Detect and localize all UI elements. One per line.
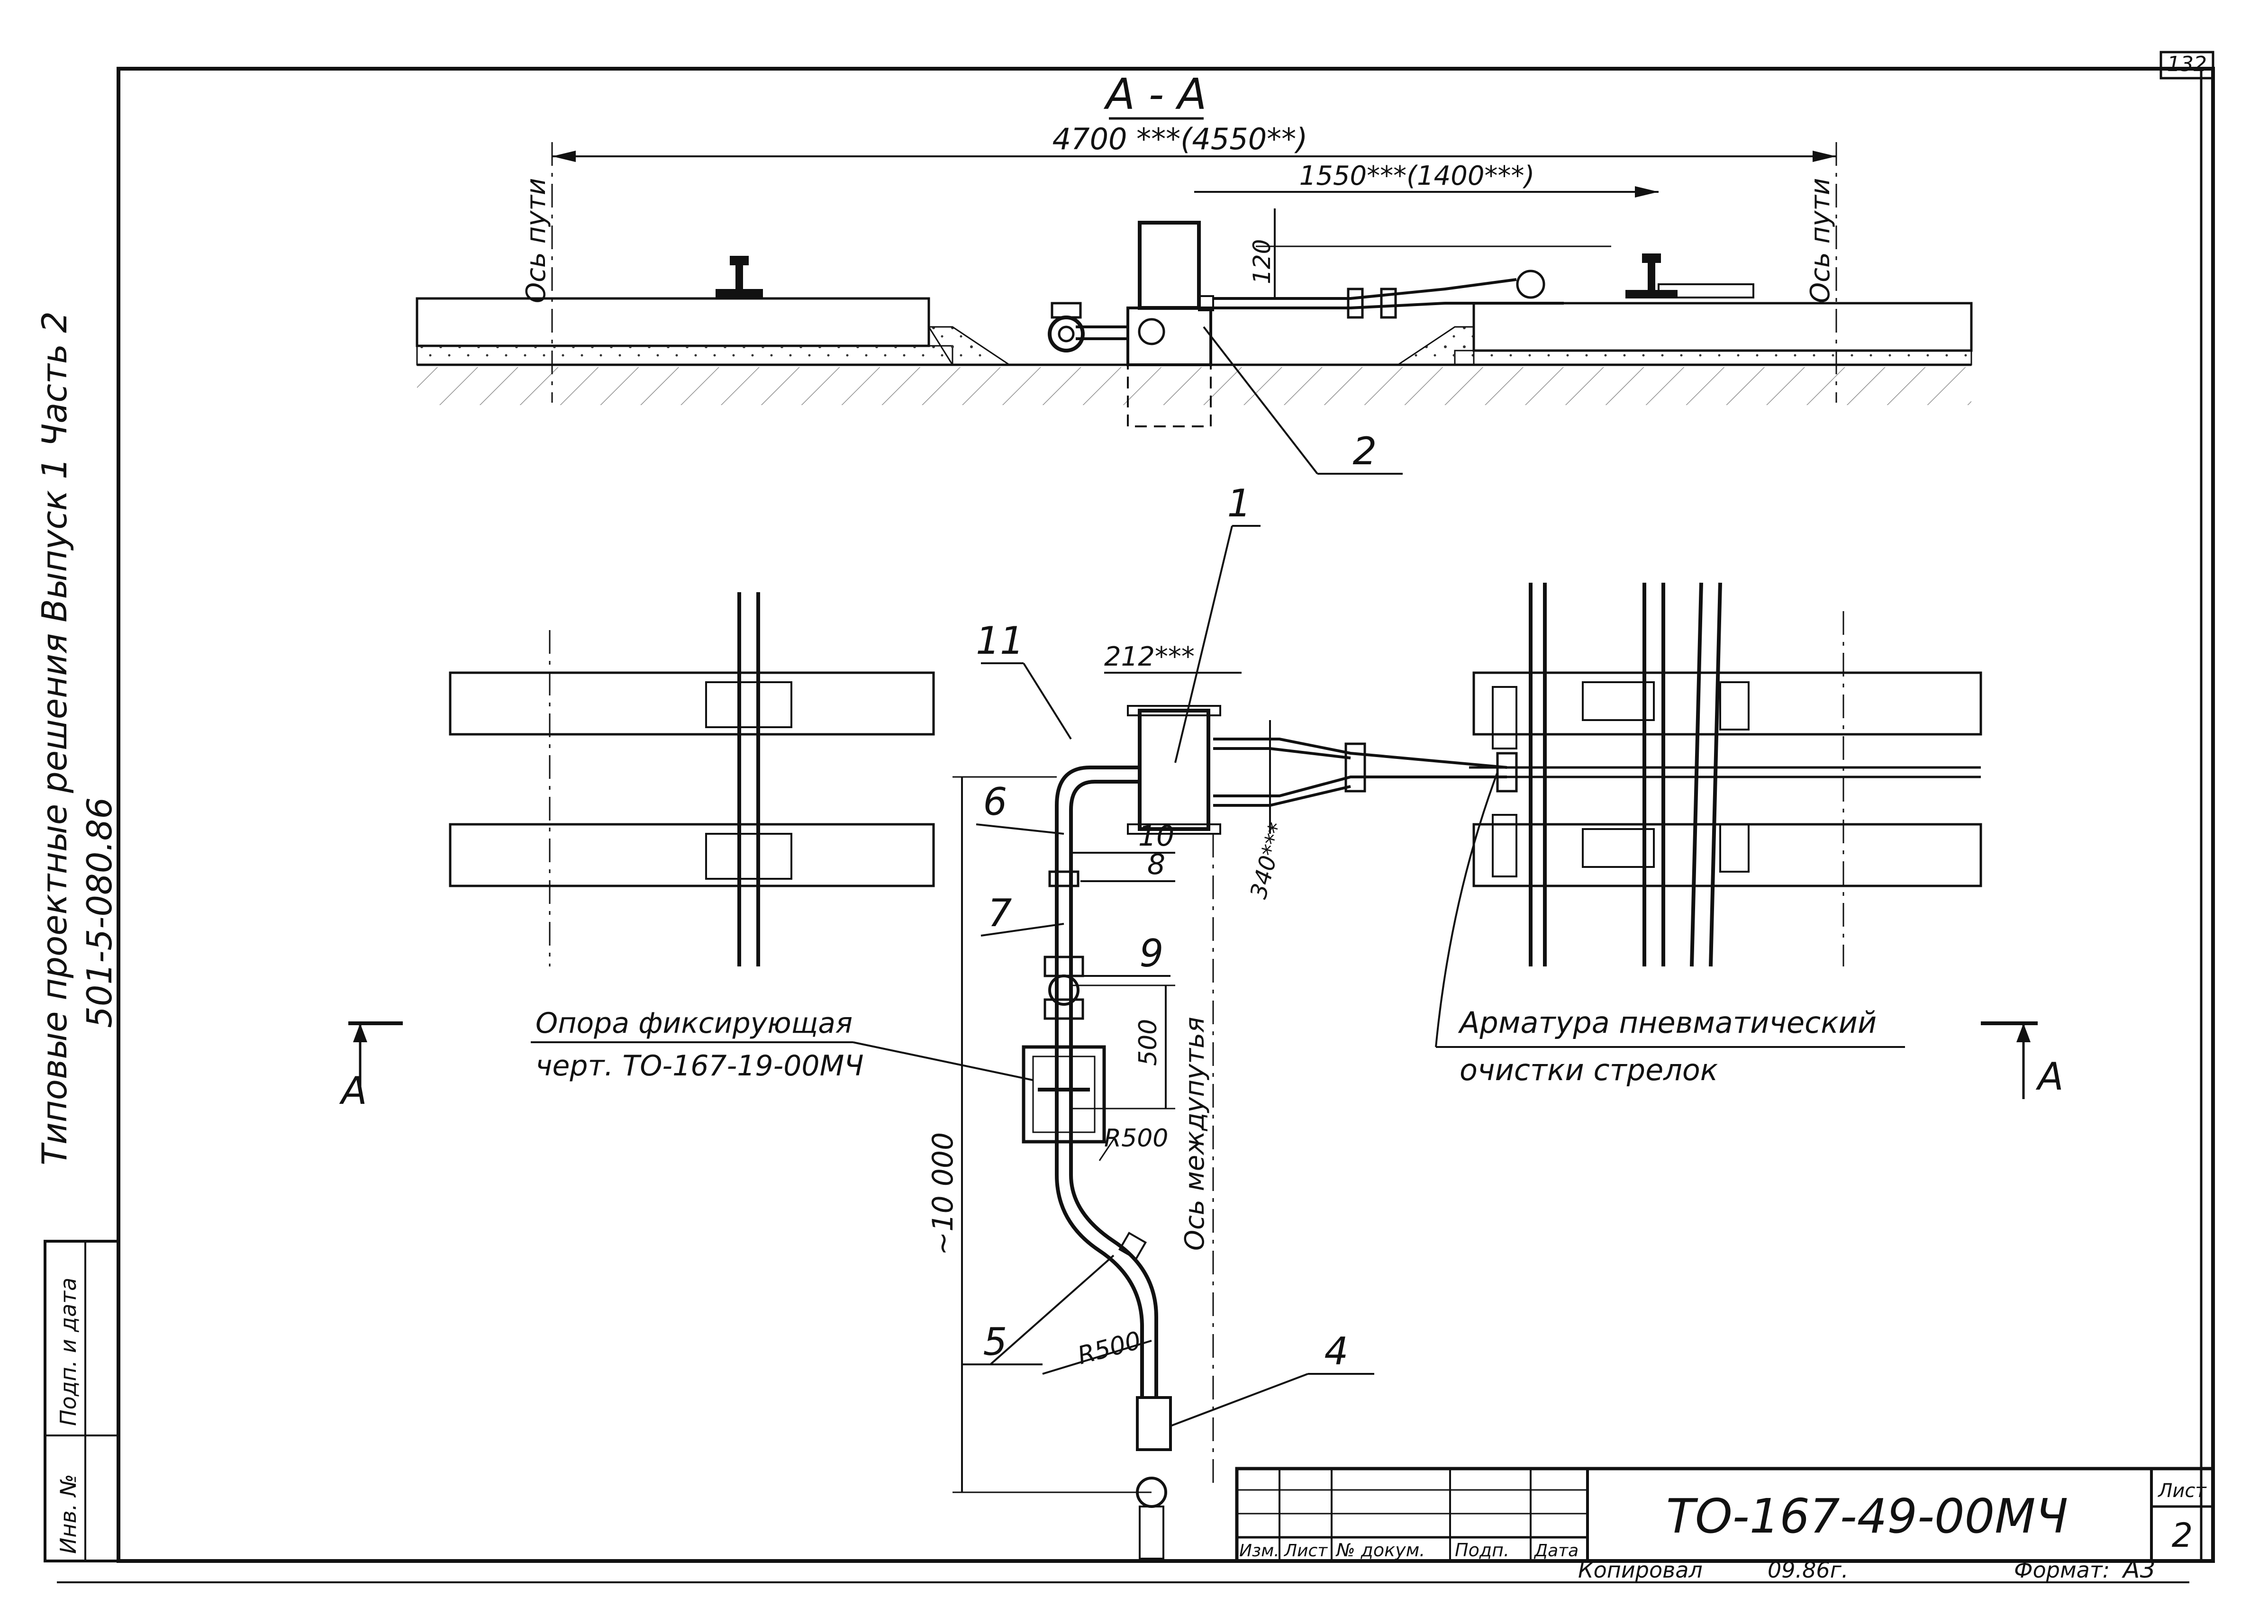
stamp-col-list: Лист: [1283, 1541, 1328, 1561]
axis-right: Ось пути: [1805, 178, 1836, 303]
copied-date: 09.86г.: [1768, 1557, 1848, 1583]
stamp-col-doc: № докум.: [1335, 1540, 1425, 1561]
callout-1: 1: [1227, 481, 1252, 525]
callout-9: 9: [1140, 931, 1164, 975]
callout-2: 2: [1353, 429, 1377, 473]
title-block: [1235, 1467, 2215, 1563]
side-title: Типовые проектные решения Выпуск 1 Часть…: [35, 311, 119, 1165]
document-code: ТО-167-49-00МЧ: [1666, 1489, 2068, 1544]
rail-right: [1516, 253, 1754, 299]
callout-6: 7: [988, 891, 1012, 935]
svg-text:А: А: [339, 1069, 367, 1113]
svg-text:Подп. и дата: Подп. и дата: [55, 1278, 81, 1426]
format-label: Формат:: [2014, 1557, 2110, 1583]
hoses-section: [1213, 278, 1564, 319]
callout-10: 10: [1138, 820, 1174, 853]
left-stamp: [44, 1240, 120, 1562]
dim-212: 212***: [1104, 641, 1195, 672]
left-stamp-inv: Инв. №: [55, 1474, 81, 1554]
rail-left: [716, 256, 763, 298]
dim-height: 120: [1248, 239, 1276, 284]
stamp-col-izm: Изм.: [1239, 1541, 1279, 1561]
callout-7: 5: [983, 1320, 1007, 1364]
sheet-value: 2: [2172, 1516, 2193, 1555]
svg-text:Инв. №: Инв. №: [55, 1474, 81, 1554]
side-title-line1: Типовые проектные решения Выпуск 1 Часть…: [35, 311, 74, 1165]
section-title: А - А: [1104, 70, 1207, 119]
left-stamp-sign: Подп. и дата: [55, 1278, 81, 1426]
dim-10000: ~10 000: [926, 1132, 960, 1255]
dim-340: 340***: [1245, 820, 1290, 902]
valve-box-plan: [1127, 705, 1221, 835]
armature-label-2: очистки стрелок: [1460, 1053, 1718, 1087]
radius-bottom: R500: [1075, 1326, 1144, 1371]
stamp-col-sign: Подп.: [1455, 1540, 1509, 1561]
sheet-number: 132: [2167, 52, 2207, 76]
callout-5: 6: [983, 780, 1007, 824]
section-aa: А - А 4700 ***(4550**) 1550***(1400***) …: [416, 70, 1973, 475]
support-label-1: Опора фиксирующая: [535, 1007, 853, 1040]
pipe-left-valve: [1048, 302, 1128, 352]
main-pipe: [1022, 766, 1172, 1560]
callout-8: 8: [1147, 848, 1165, 881]
axis-left: Ось пути: [521, 178, 552, 303]
copied-label: Копировал: [1578, 1557, 1703, 1583]
stamp-col-date: Дата: [1533, 1541, 1579, 1561]
dim-500: 500: [1134, 1019, 1162, 1066]
format-value: А3: [2122, 1555, 2156, 1584]
dim-total: 4700 ***(4550**): [1052, 122, 1308, 156]
drawing-frame: [57, 51, 2215, 1583]
callout-4: 4: [1325, 1329, 1349, 1373]
axis-between: Ось междупутья: [1179, 1017, 1210, 1251]
support-label-2: черт. ТО-167-19-00МЧ: [535, 1049, 864, 1083]
side-title-line2: 501-5-080.86: [80, 797, 119, 1028]
radius-top: R500: [1104, 1124, 1168, 1153]
plan-view: 212*** 1 340***: [339, 481, 2064, 1560]
sheet-label: Лист: [2157, 1480, 2207, 1502]
armature-label-1: Арматура пневматический: [1458, 1005, 1877, 1040]
cut-mark-left: А: [339, 1021, 403, 1113]
cut-mark-right: А: [1981, 1021, 2064, 1099]
callout-11: 11: [976, 619, 1024, 663]
dim-partial: 1550***(1400***): [1299, 161, 1535, 191]
svg-text:А: А: [2035, 1055, 2064, 1099]
